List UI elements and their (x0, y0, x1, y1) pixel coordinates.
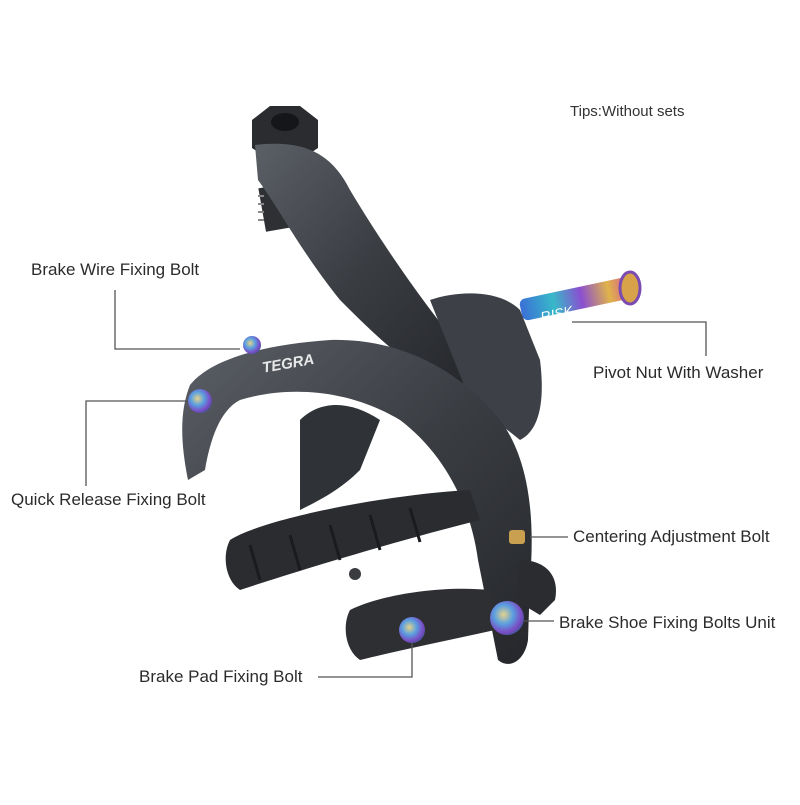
centering-bolt-icon (509, 530, 525, 544)
leader-brake-wire (114, 290, 240, 350)
label-brake-shoe-fixing-bolts-unit: Brake Shoe Fixing Bolts Unit (559, 613, 776, 632)
label-quick-release-fixing-bolt: Quick Release Fixing Bolt (11, 490, 206, 509)
label-brake-pad-fixing-bolt: Brake Pad Fixing Bolt (139, 667, 303, 686)
leader-lines (85, 290, 707, 678)
leader-brake-pad (318, 643, 413, 678)
leader-pivot-nut (572, 321, 707, 356)
pad-nub (349, 568, 361, 580)
quick-release-bolt-icon (188, 389, 212, 413)
pivot-block (430, 293, 542, 440)
caliper-rear-arm (255, 143, 470, 390)
pivot-axle: RISK (519, 270, 642, 325)
label-centering-adjustment-bolt: Centering Adjustment Bolt (573, 527, 770, 546)
tips-note: Tips:Without sets (570, 103, 685, 120)
brake-wire-bolt-icon (243, 336, 261, 354)
brake-pad-bolt-icon (399, 617, 425, 643)
axle-brand-text: RISK (539, 302, 575, 325)
brake-pad-upper (225, 490, 480, 590)
caliper-front-arm (182, 339, 532, 664)
brake-shoe-bolt-icon (490, 601, 524, 635)
label-brake-wire-fixing-bolt: Brake Wire Fixing Bolt (31, 260, 200, 279)
label-pivot-nut-with-washer: Pivot Nut With Washer (593, 363, 764, 382)
caliper-inner-arm (300, 405, 380, 510)
leader-quick-release (85, 400, 188, 486)
